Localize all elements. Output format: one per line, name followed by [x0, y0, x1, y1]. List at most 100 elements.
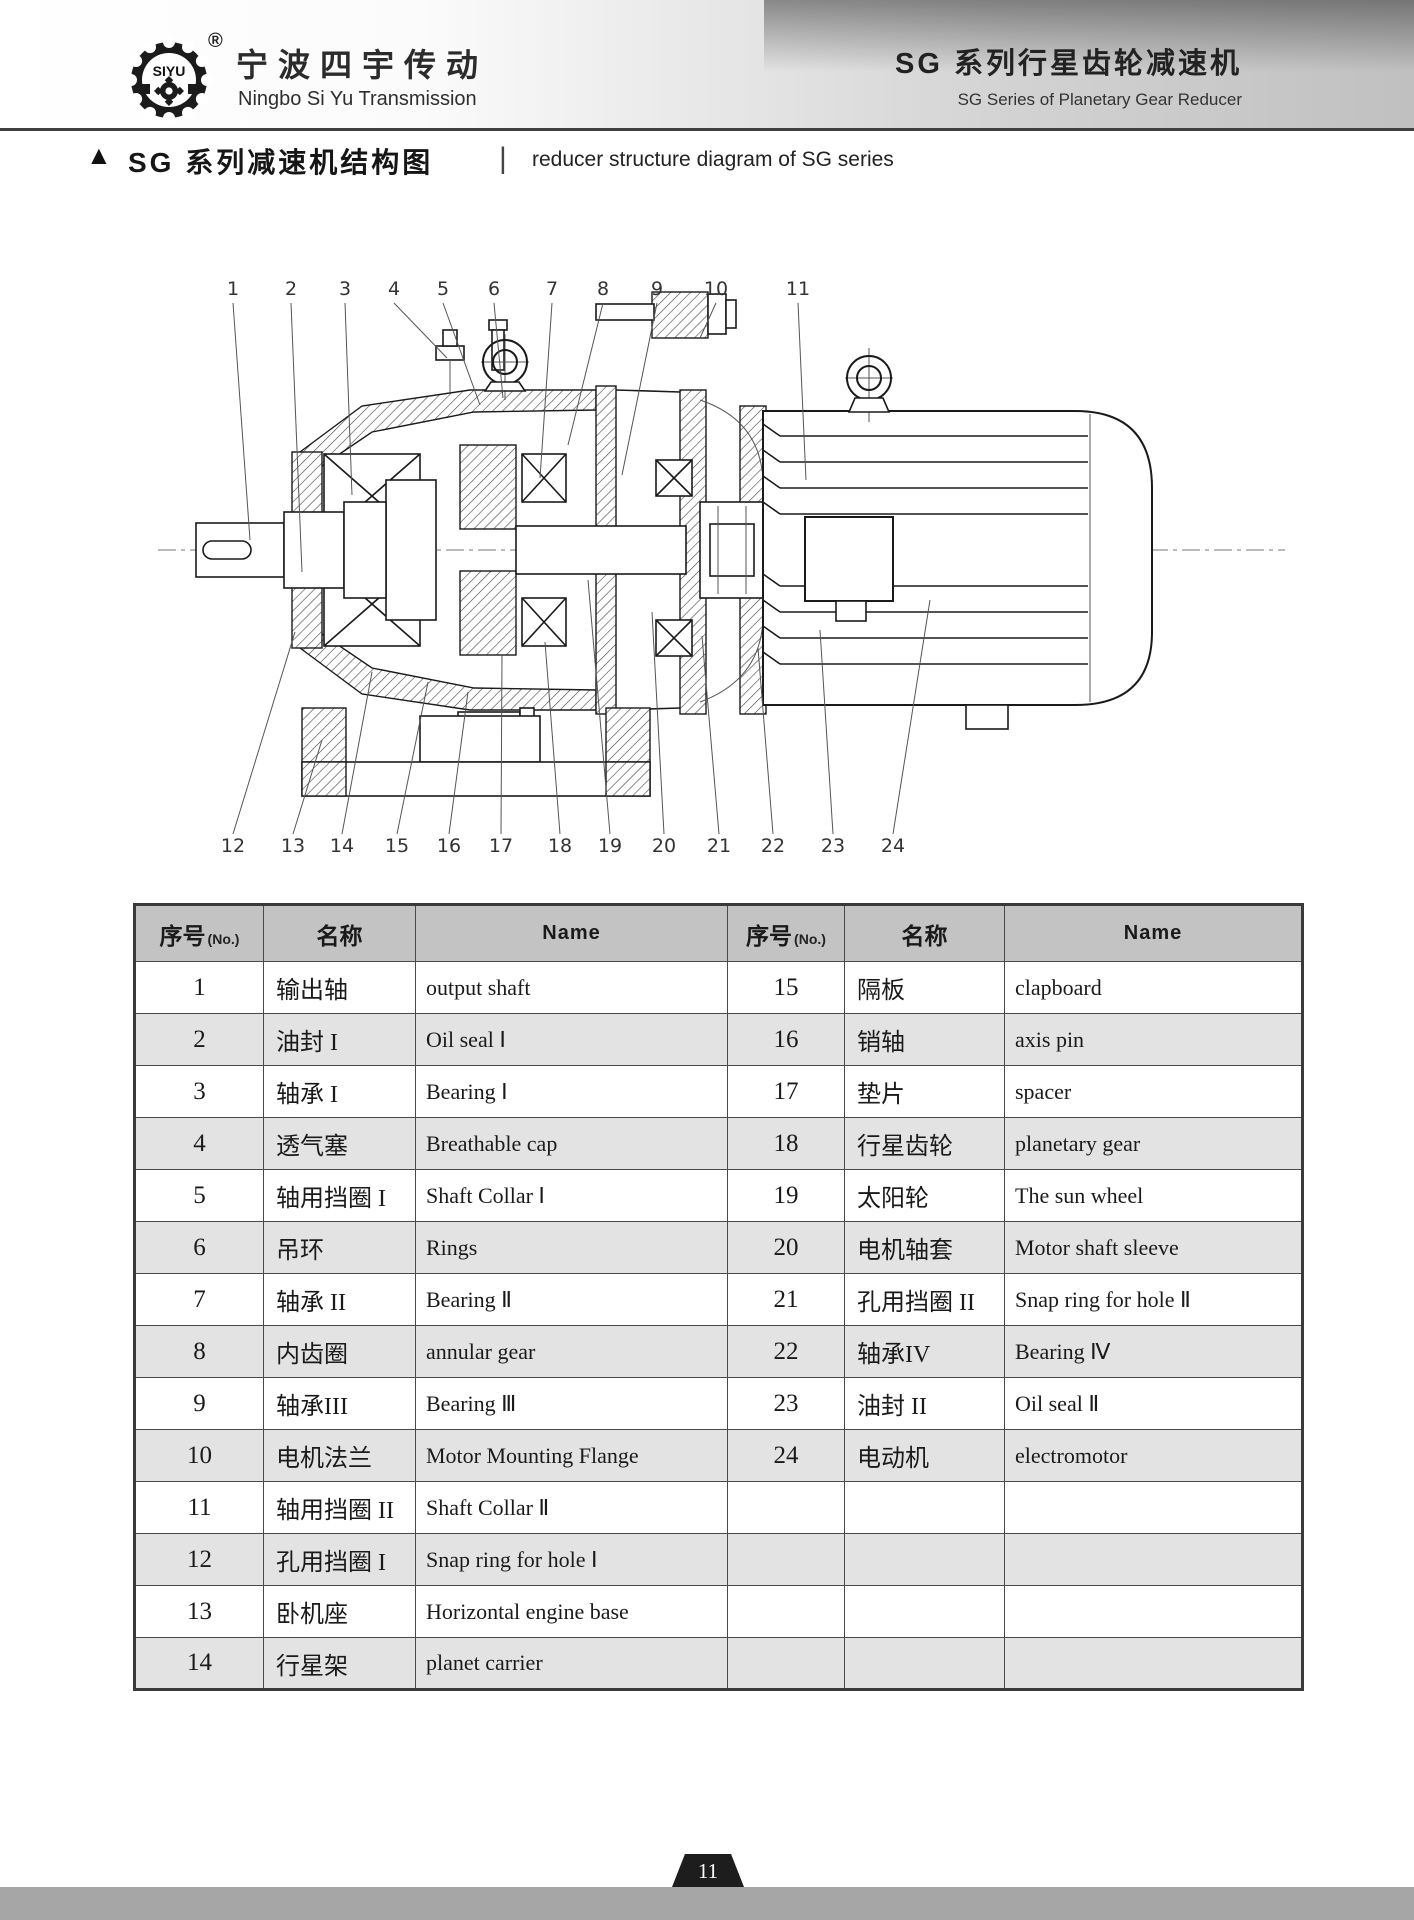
cell-no: 7	[134, 1273, 264, 1326]
motor-shaft-sleeve	[699, 501, 765, 599]
cell-name-cn: 内齿圈	[263, 1325, 416, 1378]
cell-name-cn: 电机法兰	[263, 1429, 416, 1482]
cell-name-en: electromotor	[1004, 1429, 1303, 1482]
cell-no: 9	[134, 1377, 264, 1430]
cell-name-cn	[844, 1637, 1005, 1690]
cell-name-en: Bearing Ⅱ	[415, 1273, 728, 1326]
cell-name-en: planetary gear	[1004, 1117, 1303, 1170]
callout-number: 1	[227, 278, 239, 300]
col-header-no: 序号(No.)	[134, 904, 264, 962]
cell-name-cn: 油封 II	[844, 1377, 1005, 1430]
cell-no: 3	[134, 1065, 264, 1118]
cell-no: 12	[134, 1533, 264, 1586]
callout-leader-line	[290, 302, 303, 573]
cell-no: 15	[727, 961, 845, 1014]
cell-name-cn: 轴承III	[263, 1377, 416, 1430]
section-heading: ▲ SG 系列减速机结构图 | reducer structure diagra…	[0, 138, 1414, 190]
cell-name-en: Rings	[415, 1221, 728, 1274]
col-header-no-en: (No.)	[794, 930, 826, 947]
cell-name-en: Bearing Ⅳ	[1004, 1325, 1303, 1378]
callout-leader-line	[892, 599, 931, 835]
callout-number: 15	[385, 835, 409, 857]
cell-name-cn: 行星架	[263, 1637, 416, 1690]
cell-name-cn: 电动机	[844, 1429, 1005, 1482]
callout-leader-line	[344, 302, 353, 496]
cell-name-en: Shaft Collar Ⅱ	[415, 1481, 728, 1534]
callout-leader-line	[757, 647, 774, 835]
col-header-name-en: Name	[415, 904, 728, 962]
cell-no: 23	[727, 1377, 845, 1430]
cell-no	[727, 1585, 845, 1638]
product-title-block: SG 系列行星齿轮减速机 SG Series of Planetary Gear…	[895, 40, 1242, 110]
col-header-name-cn: 名称	[844, 904, 1005, 962]
col-header-name-cn: 名称	[263, 904, 416, 962]
callout-leader-line	[493, 302, 504, 399]
cell-no: 4	[134, 1117, 264, 1170]
product-title-en: SG Series of Planetary Gear Reducer	[957, 90, 1242, 109]
company-name-en: Ningbo Si Yu Transmission	[238, 88, 477, 110]
table-header-row: 序号(No.) 名称 Name 序号(No.) 名称 Name	[134, 904, 1303, 962]
callout-number: 19	[598, 835, 622, 857]
cell-name-cn: 轴承IV	[844, 1325, 1005, 1378]
col-header-no-cn: 序号	[159, 923, 206, 949]
cell-name-en: spacer	[1004, 1065, 1303, 1118]
inner-gear-icon	[154, 76, 184, 106]
cell-name-cn: 油封 I	[263, 1013, 416, 1066]
cell-name-cn: 销轴	[844, 1013, 1005, 1066]
gear-emblem: SIYU	[125, 36, 213, 124]
cell-name-en: planet carrier	[415, 1637, 728, 1690]
section-title-en: reducer structure diagram of SG series	[532, 148, 894, 171]
callout-leader-line	[797, 302, 807, 481]
callout-number: 8	[597, 278, 609, 300]
col-header-no-en: (No.)	[207, 930, 240, 947]
callout-number: 13	[281, 835, 305, 857]
callout-number: 4	[388, 278, 400, 300]
cell-name-cn	[844, 1481, 1005, 1534]
cell-name-en: Motor shaft sleeve	[1004, 1221, 1303, 1274]
cell-name-cn: 输出轴	[263, 961, 416, 1014]
cell-name-en: Snap ring for hole Ⅱ	[1004, 1273, 1303, 1326]
cell-name-en: Bearing Ⅰ	[415, 1065, 728, 1118]
callout-leader-line	[396, 681, 429, 835]
cell-name-cn: 电机轴套	[844, 1221, 1005, 1274]
page-number: 11	[697, 1859, 719, 1883]
company-name-cn: 宁波四宇传动	[236, 47, 489, 83]
cell-name-cn: 轴用挡圈 II	[263, 1481, 416, 1534]
cell-no: 20	[727, 1221, 845, 1274]
cell-name-cn	[844, 1533, 1005, 1586]
cell-no	[727, 1533, 845, 1586]
cell-no: 14	[134, 1637, 264, 1690]
callout-leader-line	[448, 691, 469, 835]
cell-no: 13	[134, 1585, 264, 1638]
footer-band	[0, 1887, 1414, 1920]
callout-number: 14	[330, 835, 354, 857]
cell-name-cn: 轴承 I	[263, 1065, 416, 1118]
page-number-tab: 11	[672, 1854, 744, 1887]
cell-name-en	[1004, 1585, 1303, 1638]
cell-no: 11	[134, 1481, 264, 1534]
callout-leader-line	[651, 611, 665, 835]
cell-no: 5	[134, 1169, 264, 1222]
col-header-no-cn: 序号	[746, 923, 793, 949]
callout-number: 12	[221, 835, 245, 857]
callout-number: 6	[488, 278, 500, 300]
output-shaft	[195, 501, 687, 599]
cell-name-en: axis pin	[1004, 1013, 1303, 1066]
gear-housing	[291, 291, 767, 730]
logo-text: SIYU	[153, 63, 186, 79]
cell-no: 17	[727, 1065, 845, 1118]
page-header: SIYU ®	[0, 0, 1414, 131]
callout-number: 9	[651, 278, 663, 300]
callout-number: 3	[339, 278, 351, 300]
cell-name-en	[1004, 1481, 1303, 1534]
callout-leader-line	[699, 302, 717, 339]
callout-number: 23	[821, 835, 845, 857]
